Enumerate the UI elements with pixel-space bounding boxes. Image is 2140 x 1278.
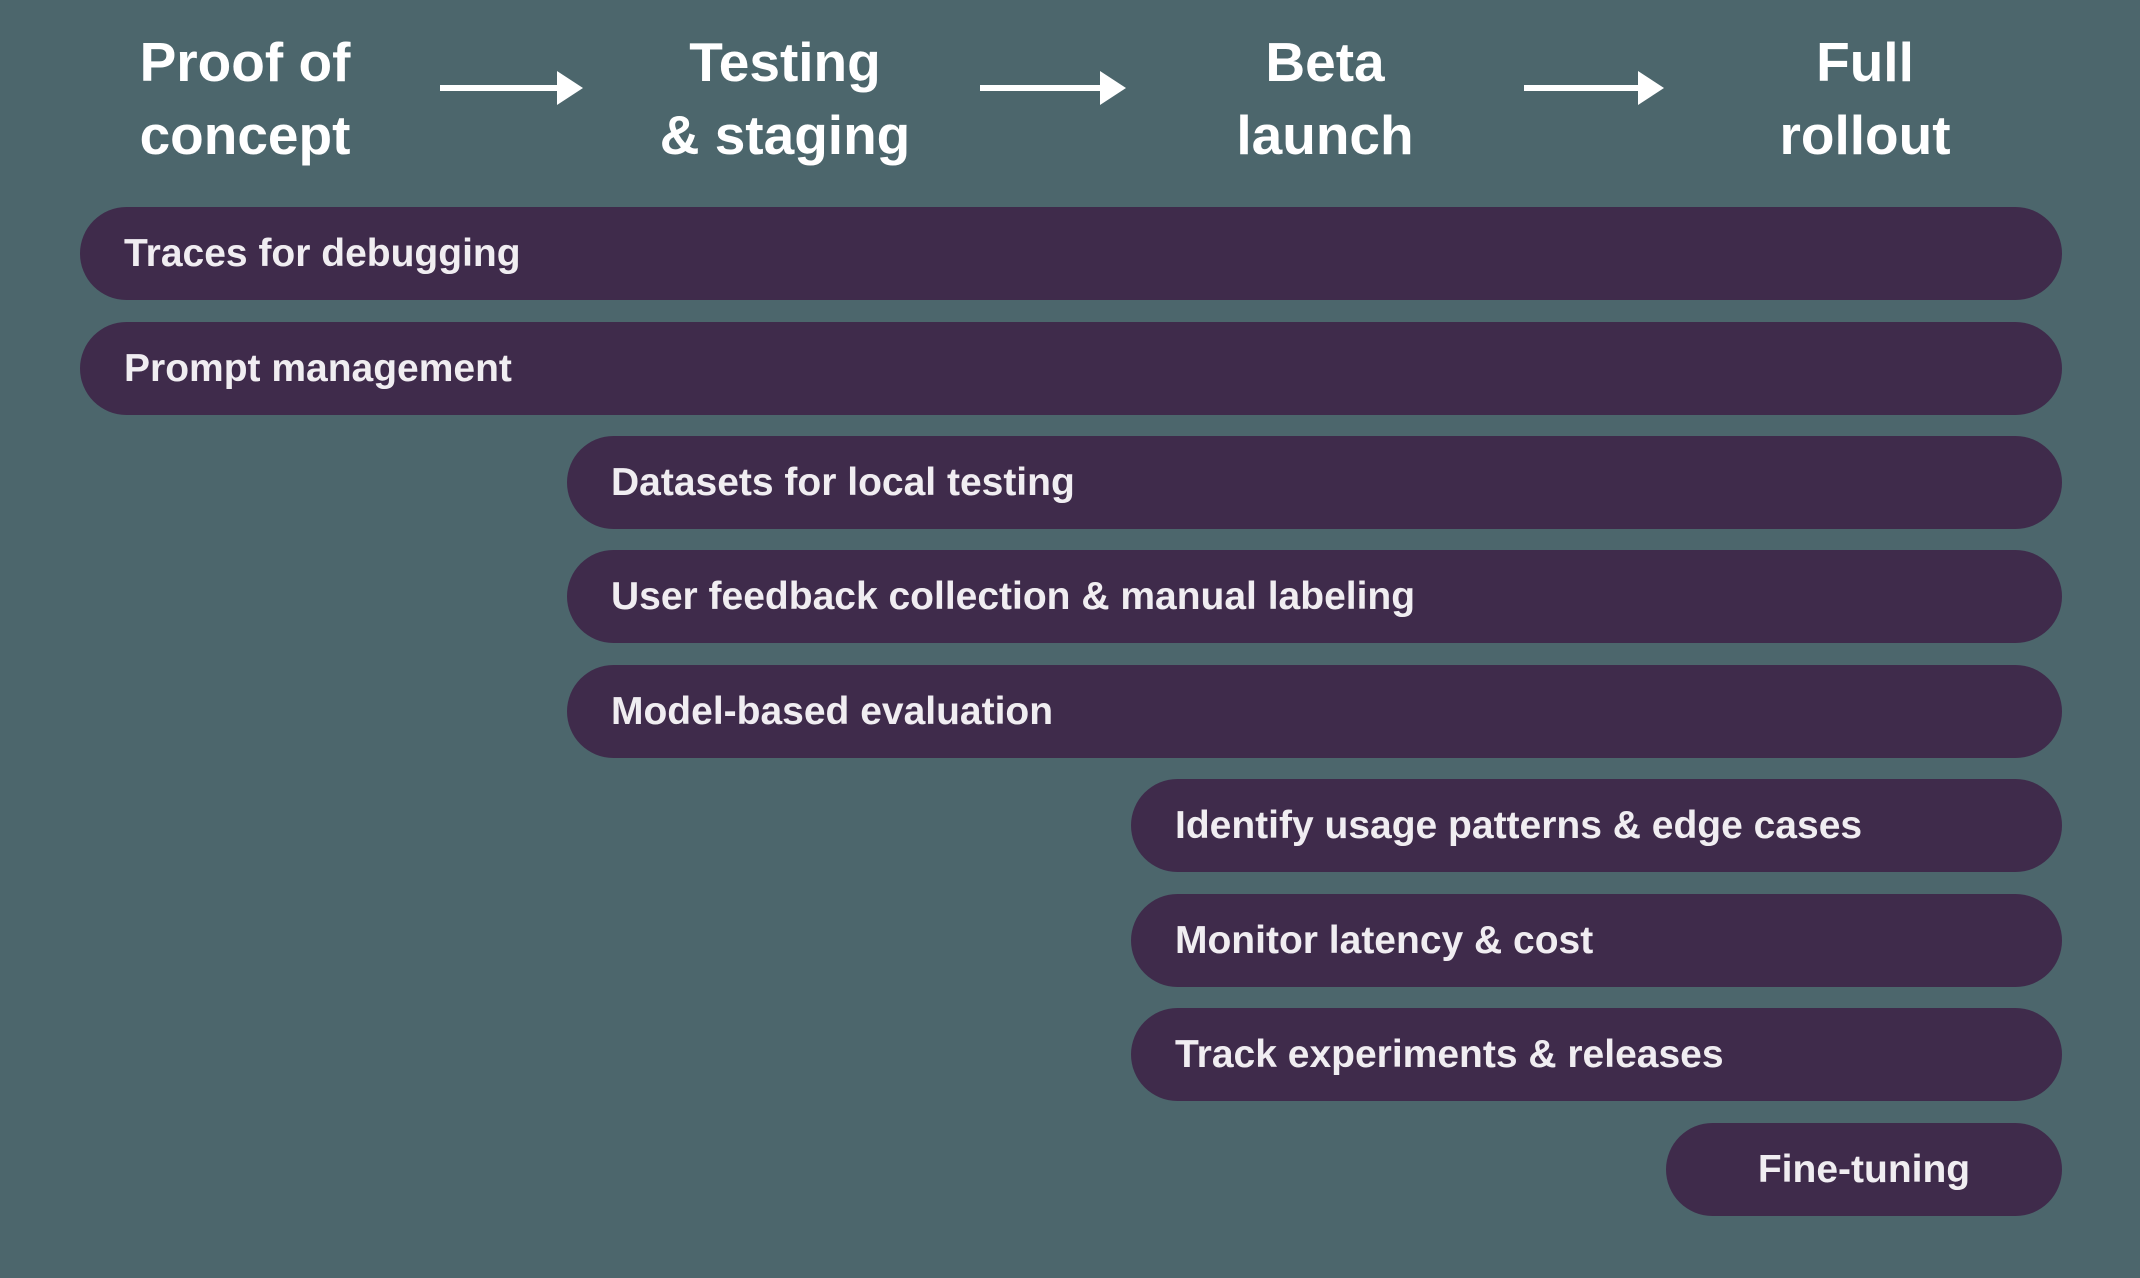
bar-identify-usage-patterns-edge-cases: Identify usage patterns & edge cases	[1131, 779, 2062, 872]
bar-label: Prompt management	[124, 346, 512, 390]
bar-fine-tuning: Fine-tuning	[1666, 1123, 2062, 1216]
phase-label-beta-launch: Beta launch	[1236, 26, 1413, 171]
bar-label: Monitor latency & cost	[1175, 918, 1594, 962]
bar-track-experiments-releases: Track experiments & releases	[1131, 1008, 2062, 1101]
arrow-shaft	[980, 85, 1100, 91]
bar-label: Datasets for local testing	[611, 460, 1075, 504]
arrow-head	[557, 71, 583, 105]
arrow-head	[1100, 71, 1126, 105]
arrow-right-icon	[440, 71, 583, 105]
arrow-shaft	[1524, 85, 1638, 91]
phase-label-line: Proof of	[139, 31, 351, 93]
bar-datasets-for-local-testing: Datasets for local testing	[567, 436, 2062, 529]
arrow-right-icon	[1524, 71, 1664, 105]
phase-label-line: Full	[1816, 31, 1914, 93]
bar-prompt-management: Prompt management	[80, 322, 2062, 415]
bar-monitor-latency-cost: Monitor latency & cost	[1131, 894, 2062, 987]
bar-traces-for-debugging: Traces for debugging	[80, 207, 2062, 300]
phase-label-proof-of-concept: Proof of concept	[140, 26, 351, 171]
bar-label: Model-based evaluation	[611, 689, 1054, 733]
phase-label-line: Testing	[689, 31, 881, 93]
bar-label: User feedback collection & manual labeli…	[611, 574, 1416, 618]
bar-label: Traces for debugging	[124, 231, 521, 275]
bar-label: Identify usage patterns & edge cases	[1175, 803, 1863, 847]
phase-label-full-rollout: Full rollout	[1779, 26, 1950, 171]
bar-label: Fine-tuning	[1757, 1147, 1971, 1191]
phase-label-line: Beta	[1265, 31, 1385, 93]
bar-label: Track experiments & releases	[1175, 1032, 1724, 1076]
bar-user-feedback-collection-manual-labeling: User feedback collection & manual labeli…	[567, 550, 2062, 643]
phase-label-line: concept	[139, 103, 351, 166]
bar-model-based-evaluation: Model-based evaluation	[567, 665, 2062, 758]
phase-label-line: launch	[1236, 103, 1414, 166]
arrow-head	[1638, 71, 1664, 105]
phase-label-line: & staging	[659, 103, 911, 166]
arrow-shaft	[440, 85, 557, 91]
phase-label-testing-staging: Testing & staging	[660, 26, 911, 171]
arrow-right-icon	[980, 71, 1126, 105]
phase-label-line: rollout	[1779, 103, 1951, 166]
